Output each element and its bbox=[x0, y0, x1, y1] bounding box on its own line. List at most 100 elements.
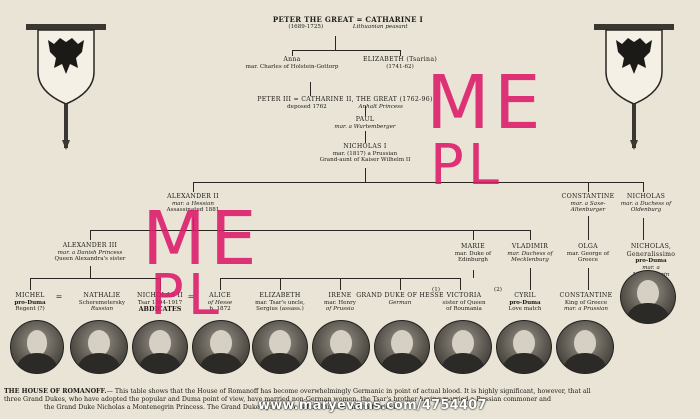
connector bbox=[365, 131, 366, 143]
nicholas-i-marriage: mar. (1817) a Prussian bbox=[332, 150, 398, 157]
node-alexander-ii: ALEXANDER II mar. a Hessian Assassinated… bbox=[167, 193, 220, 214]
node-nathalie: NATHALIE Scheremetersky Russian bbox=[79, 292, 125, 313]
name-alexander-iii: ALEXANDER III bbox=[62, 242, 118, 249]
constantine-king-note: King of Greece bbox=[564, 299, 608, 306]
node-peter-iii: PETER III = CATHARINE II, THE GREAT (176… bbox=[257, 96, 432, 110]
connector bbox=[160, 278, 161, 290]
constantine-king-marriage: mar. a Prussian bbox=[564, 306, 608, 313]
portrait-nicholas-ii bbox=[132, 320, 188, 374]
irene-marriage: mar. Henry bbox=[324, 299, 356, 306]
equals-sign: = bbox=[187, 292, 195, 301]
nicholas-gen-duma: pro-Duma bbox=[635, 258, 667, 265]
name-elizabeth: ELIZABETH bbox=[259, 292, 301, 299]
cyril-duma: pro-Duma bbox=[509, 299, 541, 306]
peter-great-dates: (1689-1725) bbox=[288, 23, 324, 30]
double-eagle-icon bbox=[48, 38, 84, 74]
name-alice: ALICE bbox=[209, 292, 231, 299]
node-alexander-iii: ALEXANDER III mar. a Danish Princess Que… bbox=[55, 242, 126, 263]
name-paul: PAUL bbox=[355, 116, 375, 123]
connector bbox=[400, 278, 401, 290]
name-peter-the-great: PETER THE GREAT = CATHARINE I bbox=[272, 15, 424, 24]
alexander-ii-note: Assassinated 1881 bbox=[166, 207, 220, 214]
portrait-alice bbox=[192, 320, 250, 374]
olga-marriage: mar. George of Greece bbox=[566, 250, 610, 264]
alexander-iii-marriage: mar. a Danish Princess bbox=[57, 249, 123, 256]
watermark-me-bottom: ME bbox=[142, 196, 261, 282]
nicholas-ii-note: Tsar 1894-1917 bbox=[137, 299, 183, 306]
node-vladimir: VLADIMIR mar. Duchess of Mecklenburg bbox=[501, 243, 559, 264]
connector bbox=[193, 182, 194, 192]
node-irene: IRENE mar. Henry of Prussia bbox=[324, 292, 356, 313]
node-constantine: CONSTANTINE mar. a Saxe-Altenburger bbox=[557, 193, 619, 214]
node-grand-duke-hesse: GRAND DUKE OF HESSE German bbox=[356, 292, 444, 306]
connector bbox=[292, 50, 293, 56]
name-cyril: CYRIL bbox=[514, 292, 536, 299]
node-anna: Anna mar. Charles of Holstein-Gottorp bbox=[246, 56, 339, 70]
node-elizabeth-tsarina: ELIZABETH (Tsarina) (1741-62) bbox=[363, 56, 437, 70]
double-eagle-icon bbox=[616, 38, 652, 74]
portrait-victoria bbox=[434, 320, 492, 374]
vladimir-marriage: mar. Duchess of Mecklenburg bbox=[507, 250, 553, 264]
node-constantine-king: CONSTANTINE King of Greece mar. a Prussi… bbox=[560, 292, 613, 313]
marker-1: (1) bbox=[432, 287, 440, 293]
right-heraldic-banner bbox=[594, 24, 674, 150]
name-peter-iii: PETER III = CATHARINE II, THE GREAT (176… bbox=[257, 96, 433, 103]
nicholas-i-note: Grand-aunt of Kaiser Wilhelm II bbox=[319, 157, 411, 164]
nathalie-note: Scheremetersky bbox=[78, 299, 126, 306]
node-paul: PAUL mar. a Wurtemberger bbox=[334, 116, 395, 130]
portrait-irene bbox=[312, 320, 370, 374]
name-elizabeth-tsarina: ELIZABETH (Tsarina) bbox=[362, 56, 438, 63]
connector bbox=[473, 230, 474, 240]
equals-sign: = bbox=[55, 292, 63, 301]
connector bbox=[310, 82, 311, 96]
connector bbox=[530, 268, 531, 290]
node-olga: OLGA mar. George of Greece bbox=[563, 243, 613, 264]
node-cyril: CYRIL pro-Duma Love match bbox=[509, 292, 542, 313]
michel-note: Regent (?) bbox=[15, 306, 45, 313]
watermark-url: www.maryevans.com/4754407 bbox=[258, 398, 487, 413]
watermark-pl-bottom: PL bbox=[150, 263, 223, 328]
connector bbox=[90, 230, 530, 231]
elizabeth-dates: (1741-62) bbox=[386, 63, 414, 70]
alexander-iii-note: Queen Alexandra's sister bbox=[54, 256, 126, 263]
connector bbox=[280, 278, 281, 290]
connector bbox=[90, 266, 91, 278]
catharine-ii-note: Anhalt Princess bbox=[358, 103, 403, 110]
connector bbox=[588, 268, 589, 290]
node-nicholas-i: NICHOLAS I mar. (1817) a Prussian Grand-… bbox=[320, 143, 411, 164]
node-michel: MICHEL pro-Duma Regent (?) bbox=[14, 292, 45, 313]
name-grand-duke-hesse: GRAND DUKE OF HESSE bbox=[356, 292, 444, 299]
portrait-nathalie bbox=[70, 320, 128, 374]
connector bbox=[30, 278, 160, 279]
victoria-note: sister of Queen bbox=[442, 299, 486, 306]
name-nicholas-ii: NICHOLAS II bbox=[136, 292, 184, 299]
alice-birth: b. 1872 bbox=[209, 306, 231, 313]
connector bbox=[340, 278, 341, 290]
connector bbox=[588, 182, 589, 192]
name-irene: IRENE bbox=[328, 292, 352, 299]
connector bbox=[30, 278, 31, 290]
name-michel: MICHEL bbox=[15, 292, 45, 299]
michel-duma: pro-Duma bbox=[14, 299, 46, 306]
connector bbox=[193, 218, 194, 230]
connector bbox=[335, 36, 336, 50]
node-nicholas-sr: NICHOLAS mar. a Duchess of Oldenburg bbox=[615, 193, 677, 214]
portrait-grand-duke bbox=[374, 320, 430, 374]
nicholas-sr-marriage: mar. a Duchess of Oldenburg bbox=[620, 200, 672, 214]
connector bbox=[460, 278, 461, 290]
catharine-i-note: Lithuanian peasant bbox=[352, 23, 408, 30]
victoria-note2: of Roumania bbox=[446, 306, 482, 313]
portrait-constantine-king bbox=[556, 320, 614, 374]
portrait-elizabeth bbox=[252, 320, 308, 374]
grand-duke-note: German bbox=[388, 299, 412, 306]
footer-line3: the Grand Duke Nicholas a Montenegrin Pr… bbox=[44, 404, 400, 411]
constantine-marriage: mar. a Saxe-Altenburger bbox=[570, 200, 606, 214]
connector bbox=[292, 50, 400, 51]
name-nicholas-i: NICHOLAS I bbox=[343, 143, 387, 150]
portrait-michel bbox=[10, 320, 64, 374]
footer-line1: — This table shows that the House of Rom… bbox=[106, 388, 591, 395]
watermark-pl-top: PL bbox=[430, 133, 503, 198]
anna-marriage: mar. Charles of Holstein-Gottorp bbox=[245, 63, 339, 70]
name-olga: OLGA bbox=[578, 243, 598, 250]
